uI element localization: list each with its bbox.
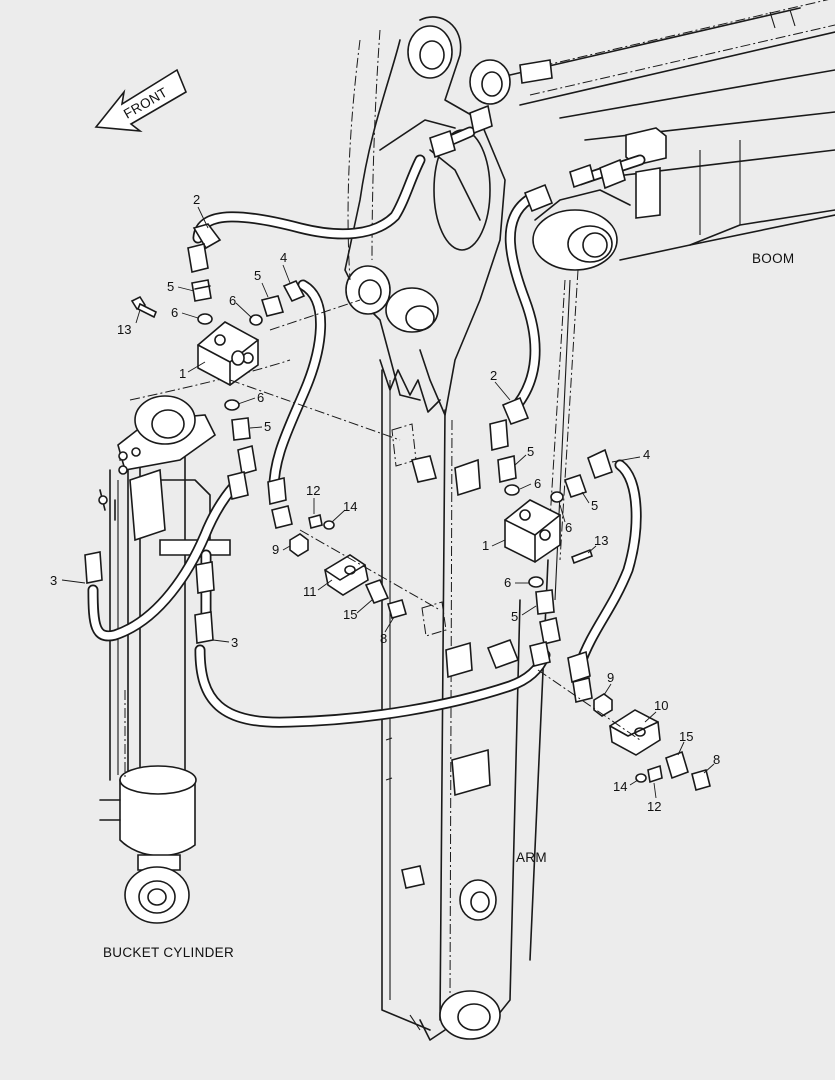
callout-5: 5 xyxy=(511,609,518,624)
callout-10: 10 xyxy=(654,698,668,713)
callout-15: 15 xyxy=(679,729,693,744)
callout-6: 6 xyxy=(171,305,178,320)
callout-6: 6 xyxy=(504,575,511,590)
callout-5: 5 xyxy=(527,444,534,459)
callout-9: 9 xyxy=(272,542,279,557)
callout-5: 5 xyxy=(264,419,271,434)
callout-3: 3 xyxy=(50,573,57,588)
callout-1: 1 xyxy=(482,538,489,553)
callout-6: 6 xyxy=(534,476,541,491)
boom-structure xyxy=(509,0,835,271)
callout-4: 4 xyxy=(643,447,650,462)
callout-13: 13 xyxy=(117,322,131,337)
bucket-cylinder xyxy=(98,359,291,924)
callout-numbers: 2 4 5 5 6 6 13 1 6 5 12 14 9 11 15 8 3 3… xyxy=(50,192,720,814)
callout-5: 5 xyxy=(591,498,598,513)
arm-label: ARM xyxy=(516,850,547,865)
callout-13: 13 xyxy=(594,533,608,548)
callout-1: 1 xyxy=(179,366,186,381)
callout-8: 8 xyxy=(713,752,720,767)
front-direction-arrow: FRONT xyxy=(94,68,188,133)
callout-leaders xyxy=(61,206,715,799)
callout-5: 5 xyxy=(167,279,174,294)
callout-12: 12 xyxy=(647,799,661,814)
arm-structure xyxy=(344,16,579,1041)
callout-6: 6 xyxy=(229,293,236,308)
callout-5: 5 xyxy=(254,268,261,283)
boom-label: BOOM xyxy=(752,251,794,266)
callout-9: 9 xyxy=(607,670,614,685)
callout-14: 14 xyxy=(343,499,357,514)
callout-6: 6 xyxy=(565,520,572,535)
callout-11: 11 xyxy=(303,584,317,599)
callout-14: 14 xyxy=(613,779,627,794)
callout-2: 2 xyxy=(193,192,200,207)
bucket-cylinder-label: BUCKET CYLINDER xyxy=(103,945,234,960)
callout-15: 15 xyxy=(343,607,357,622)
callout-3: 3 xyxy=(231,635,238,650)
callout-8: 8 xyxy=(380,631,387,646)
callout-4: 4 xyxy=(280,250,287,265)
fittings xyxy=(84,104,711,791)
callout-2: 2 xyxy=(490,368,497,383)
callout-6: 6 xyxy=(257,390,264,405)
callout-12: 12 xyxy=(306,483,320,498)
